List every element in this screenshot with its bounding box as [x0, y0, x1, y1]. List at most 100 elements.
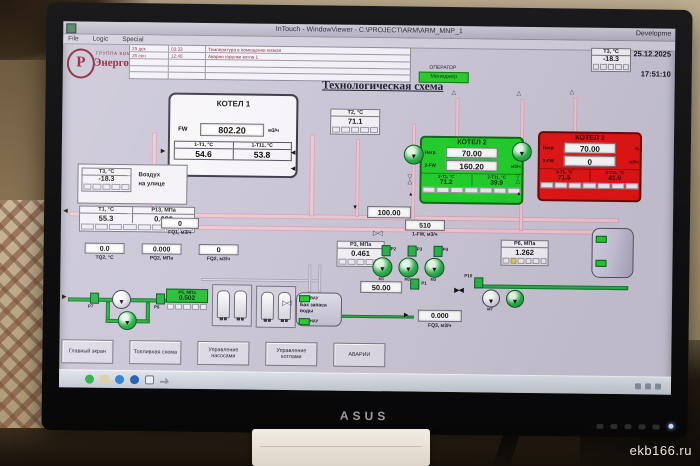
app-icon[interactable]: [144, 375, 155, 385]
fw1-label: 1-FW, м3/ч: [412, 231, 438, 238]
load-value: 70.00: [563, 142, 616, 155]
menu-special[interactable]: Special: [122, 35, 144, 44]
valve-p4-icon[interactable]: [433, 245, 443, 257]
p5-sensor: Р5, МПа 0.502: [165, 288, 209, 312]
valve-p8-icon[interactable]: [155, 293, 166, 305]
tq2-value: 0.0: [84, 242, 125, 255]
p6-bar: [501, 257, 547, 266]
reserve-tank[interactable]: ВАУ Бак запаса воды НАУ: [295, 292, 343, 327]
load-value: 70.00: [445, 146, 498, 159]
alarm-table[interactable]: 25 дек 03:33 Температура в помещении низ…: [128, 44, 412, 83]
pump-m7-icon[interactable]: [481, 289, 501, 308]
date: 25.12.2025: [633, 49, 672, 59]
valve-p4-label: Р4: [442, 246, 449, 252]
p5-bar: [166, 303, 208, 312]
fq3-value: 0.000: [417, 309, 462, 323]
fw-label: 2-FW: [424, 162, 436, 168]
alarm-date: 25 дек: [130, 45, 170, 52]
boiler-3-block[interactable]: КОТЕЛ 3 Нагр. 70.00 % 3-FW 0 м3/ч 3-Т1, …: [537, 131, 643, 203]
pq2-label: PQ2, МПа: [149, 255, 174, 262]
expansion-tank: [591, 227, 634, 279]
pipe-filters: [201, 277, 320, 283]
tq2-label: TQ2, °С: [95, 254, 114, 261]
app-icon[interactable]: [99, 374, 110, 384]
operator-label: ОПЕРАТОР: [429, 64, 457, 72]
t1-value: 55.3: [98, 213, 114, 223]
valve-p1-label: Р1: [421, 280, 427, 286]
pump-m6-icon[interactable]: [117, 310, 137, 331]
nav-pump-control-button[interactable]: Управление насосами: [197, 340, 250, 366]
fw-value: 0: [563, 155, 616, 168]
fw-label: FW: [178, 126, 188, 133]
fw-unit: м3/ч: [268, 127, 279, 134]
alarm-date: 25 сен: [129, 52, 170, 59]
feed-arrow-icon: [62, 294, 67, 300]
valve-p7-icon[interactable]: [89, 292, 100, 304]
pump-boiler2-icon[interactable]: [403, 144, 424, 165]
boiler-3-title: КОТЕЛ 3: [575, 134, 605, 142]
boiler-2-title: КОТЕЛ 2: [457, 139, 487, 147]
valve-after-p10-icon[interactable]: [474, 277, 484, 289]
menu-file[interactable]: File: [68, 35, 79, 43]
watermark: ekb166.ru: [629, 443, 692, 458]
valve-p10-icon[interactable]: [454, 279, 463, 297]
tank-high-level-label: ВАУ: [310, 295, 319, 301]
pump-m1-icon[interactable]: [372, 257, 393, 278]
valve-main-icon[interactable]: [373, 222, 382, 240]
t11-value: 41.0: [608, 174, 622, 183]
pump-m3-icon[interactable]: [424, 257, 445, 278]
check-arrow-icon: [516, 191, 521, 197]
system-tray[interactable]: [634, 382, 662, 390]
check-arrow-icon: [408, 192, 413, 198]
filter-tank: [233, 290, 248, 319]
valve-tank-icon[interactable]: [282, 292, 291, 310]
pump-m5-icon[interactable]: [111, 289, 132, 310]
app-icon[interactable]: [160, 375, 169, 384]
fq1-label: FQ1, м3/ч: [168, 229, 192, 236]
start-icon[interactable]: [84, 374, 95, 384]
nav-fuel-scheme-button[interactable]: Топливная схема: [129, 340, 182, 365]
fq2-label: FQ2, м3/ч: [206, 256, 231, 263]
pump-standby-icon[interactable]: [505, 289, 525, 308]
valve-boiler2-icon[interactable]: [407, 175, 412, 184]
p5-value: 0.502: [178, 294, 196, 302]
valve-p8-label: Р8: [153, 304, 160, 310]
nav-alarms-button[interactable]: АВАРИИ: [333, 342, 386, 368]
app-icon[interactable]: [129, 375, 140, 385]
tank-low-level-icon: [298, 318, 310, 326]
pump-m2-icon[interactable]: [398, 257, 419, 278]
monitor: InTouch - WindowViewer - C:\PROJECT\ARM\…: [41, 2, 693, 438]
app-icon[interactable]: [114, 374, 125, 385]
filter-group-1: [211, 284, 253, 327]
flow-arrow-up-icon: [452, 90, 457, 96]
menu-logic[interactable]: Logic: [92, 35, 109, 43]
valve-p1-icon[interactable]: [410, 278, 420, 290]
flow-arrow-up-icon: [517, 91, 522, 97]
tank-valve-icon[interactable]: [595, 259, 607, 267]
t2-sensor: Т2, °С 71.1: [330, 108, 381, 136]
tank-valve-icon[interactable]: [595, 235, 607, 243]
t1-value: 71.2: [439, 178, 453, 187]
nav-main-screen-button[interactable]: Главный экран: [61, 339, 114, 364]
load-unit: %: [634, 146, 639, 152]
fq3-label: FQ3, м3/ч: [428, 322, 452, 330]
boiler-2-bar: [421, 186, 521, 195]
fq2-value: 0: [198, 243, 239, 256]
pump-boiler3-icon[interactable]: [511, 141, 532, 163]
flow-arrow-left-icon: [63, 208, 68, 214]
load-label: Нагр.: [424, 149, 437, 155]
nav-boiler-control-button[interactable]: Управление котлами: [265, 341, 318, 367]
valve-p3-icon[interactable]: [407, 245, 417, 257]
tank-out-arrow-icon: [404, 312, 409, 318]
taskbar[interactable]: [58, 369, 672, 395]
boiler-2-block[interactable]: КОТЕЛ 2 Нагр. 70.00 % 2-FW 160.20 м3/ч 2…: [419, 135, 525, 205]
valve-boiler3-icon[interactable]: [515, 175, 520, 184]
fw-unit: м3/ч: [629, 159, 639, 165]
alarm-time: 03:33: [169, 45, 207, 53]
pipe-return: [140, 224, 628, 236]
valve-p2-icon[interactable]: [381, 245, 391, 257]
outdoor-caption1: Воздух: [138, 172, 161, 179]
valve-p10-label: Р10: [464, 273, 473, 279]
fw-unit: м3/ч: [511, 163, 521, 169]
